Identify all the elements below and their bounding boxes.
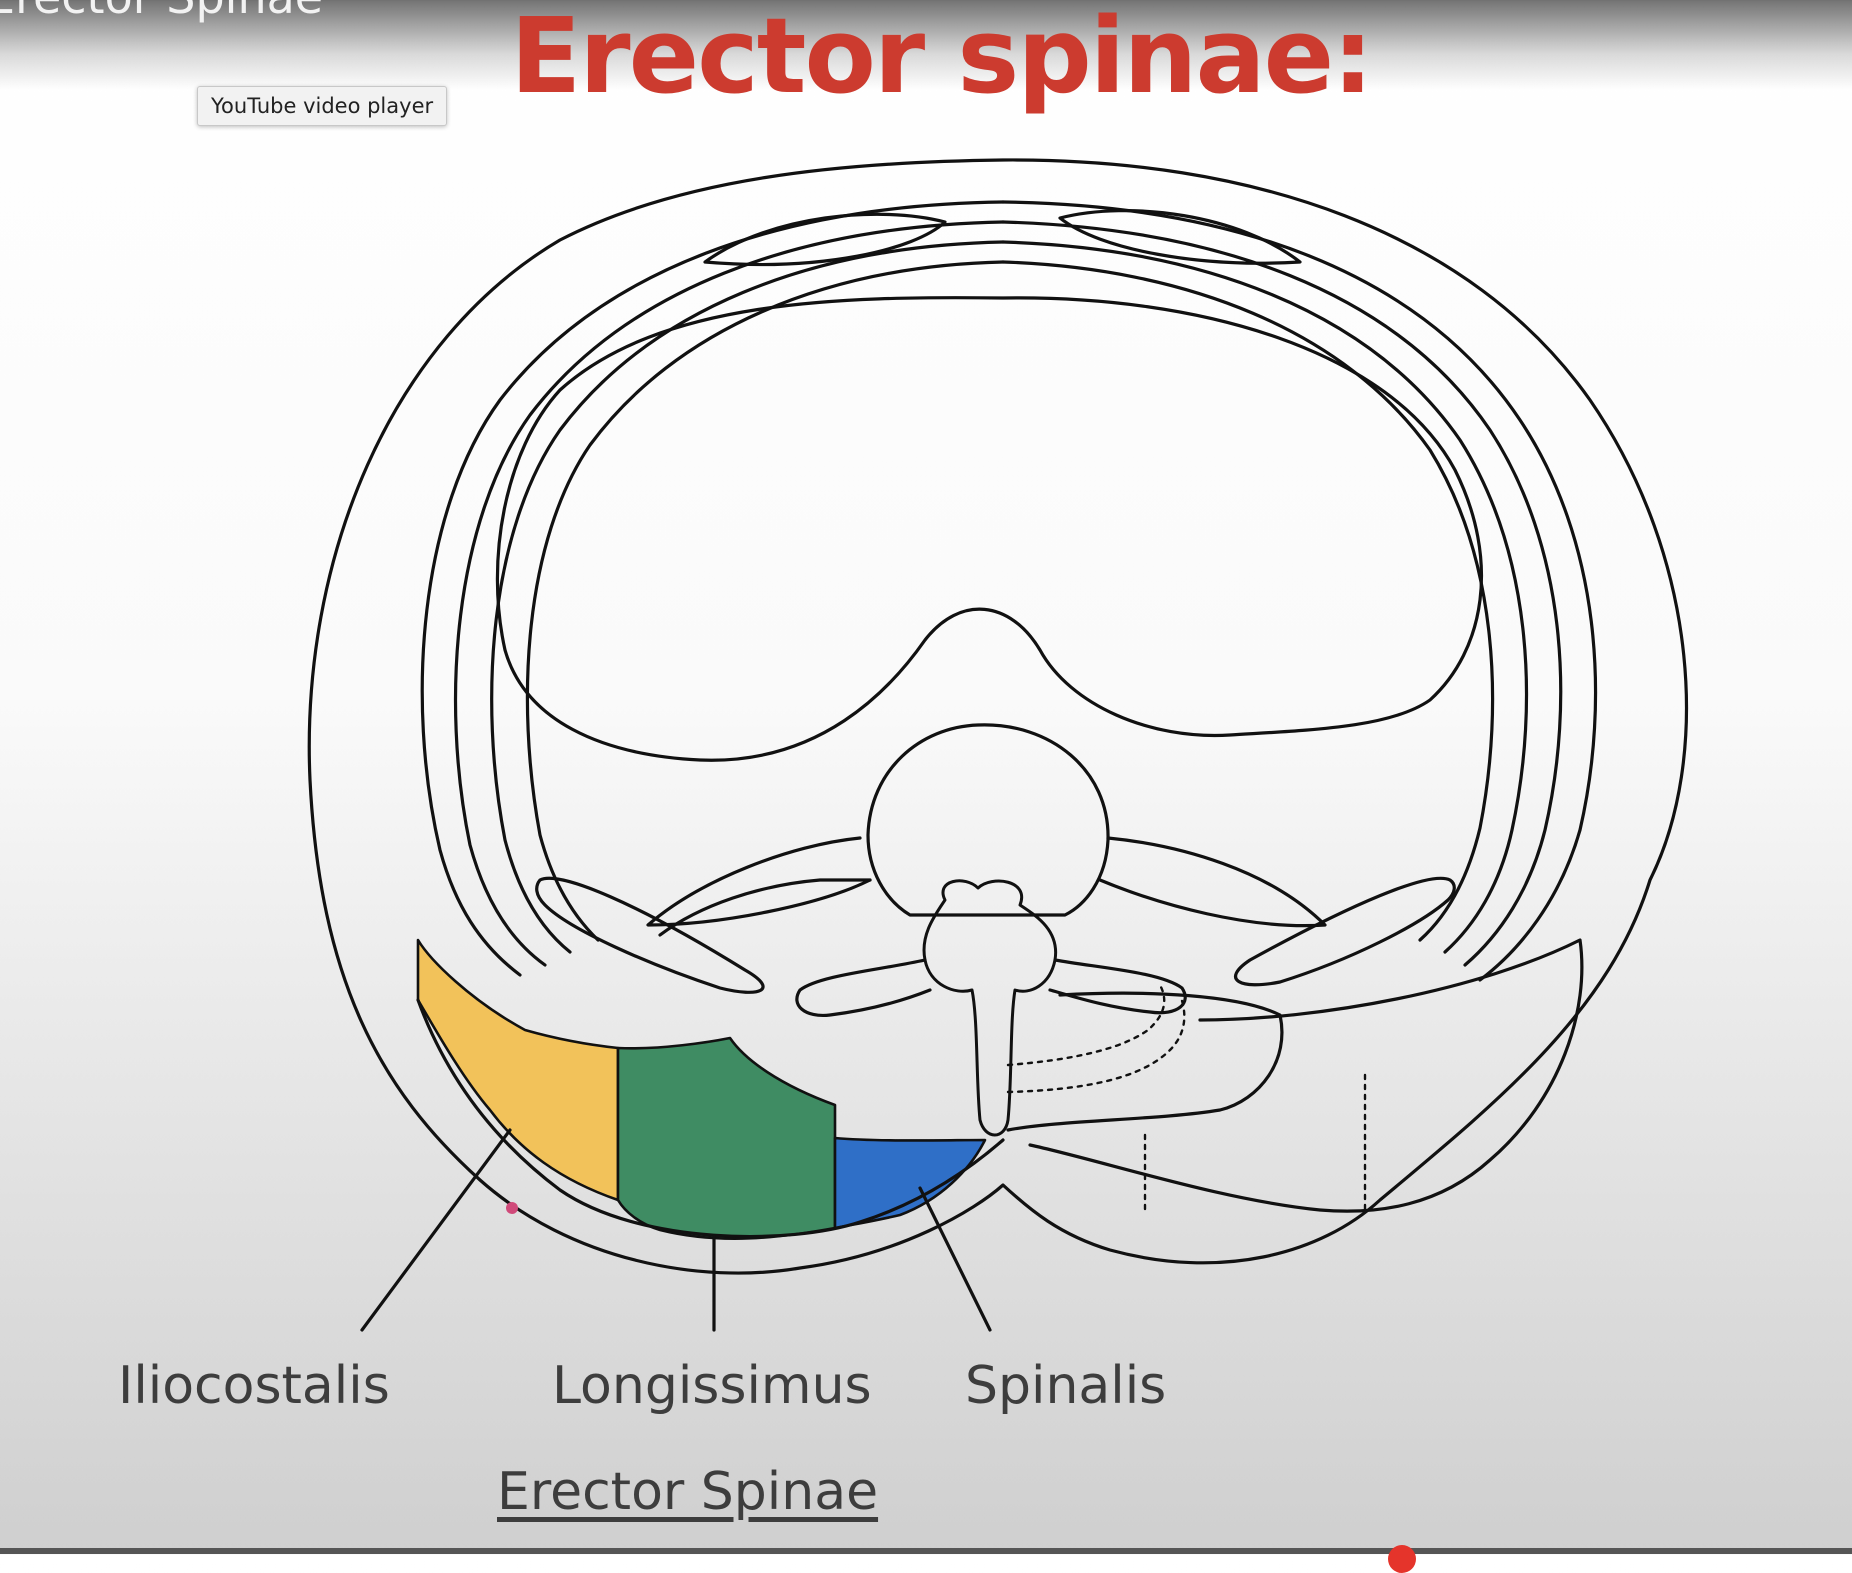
vertebral-arch — [922, 879, 1058, 1137]
laser-pointer-dot — [506, 1202, 518, 1214]
right-floating-rib — [1234, 876, 1456, 987]
vertebral-body — [866, 723, 1110, 917]
label-longissimus: Longissimus — [552, 1356, 872, 1416]
player-tooltip: YouTube video player — [197, 86, 448, 126]
video-title[interactable]: Erector Spinae — [0, 0, 323, 24]
left-rib-head — [646, 836, 872, 927]
label-iliocostalis: Iliocostalis — [118, 1356, 390, 1416]
player-top-gradient — [0, 0, 1852, 90]
label-erector-spinae-group: Erector Spinae — [497, 1462, 879, 1522]
left-floating-rib — [535, 876, 765, 994]
label-spinalis: Spinalis — [965, 1356, 1167, 1416]
iliocostalis-muscle — [416, 938, 620, 1202]
slide-title: Erector spinae: — [510, 0, 1374, 117]
rib-layers — [420, 200, 1598, 982]
progress-scrubber-handle[interactable] — [1388, 1545, 1416, 1573]
right-rib-head — [1098, 836, 1327, 928]
right-costal-cartilage — [1058, 209, 1302, 265]
iliocostalis-leader — [360, 1128, 512, 1332]
left-costal-cartilage — [703, 212, 947, 267]
thoracic-cavity — [495, 296, 1484, 762]
player-progress-bar[interactable] — [0, 1548, 1852, 1554]
longissimus-muscle — [616, 1036, 837, 1240]
spinalis-leader — [918, 1186, 992, 1332]
posterior-fascia — [416, 998, 1005, 1239]
right-thoracolumbar-sheet — [1028, 938, 1584, 1213]
right-transverse-process — [1048, 958, 1187, 1015]
right-dotted-guides — [1006, 983, 1367, 1217]
body-outline — [307, 158, 1689, 1275]
left-posterior-muscle-outline — [658, 878, 872, 937]
left-transverse-process — [795, 958, 932, 1018]
